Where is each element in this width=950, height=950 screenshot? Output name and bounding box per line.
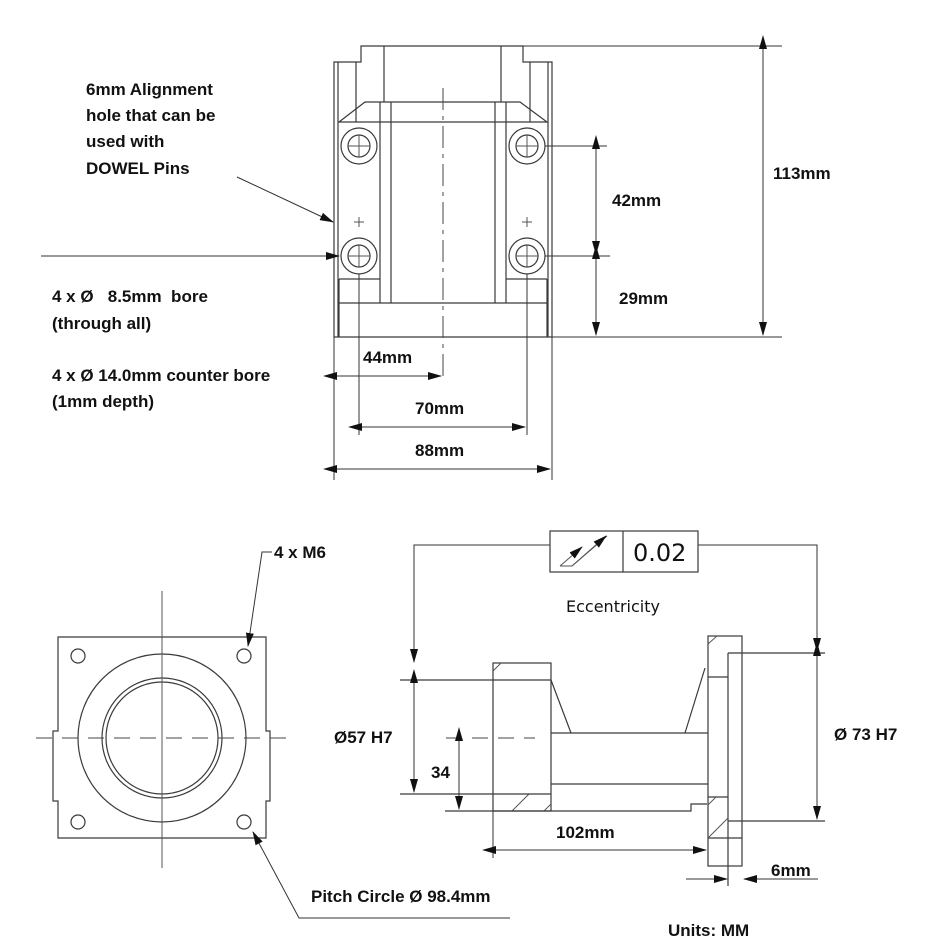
counterbore-hole-bottom-right — [508, 237, 546, 275]
mounting-hole-top-left — [70, 648, 86, 664]
plan-view — [36, 551, 510, 919]
dim-label-57-h7: Ø57 H7 — [334, 728, 393, 747]
mounting-hole-top-right — [236, 648, 252, 664]
tolerance-value: 0.02 — [633, 539, 686, 567]
dim-label-42mm: 42mm — [612, 191, 661, 210]
tolerance-label: Eccentricity — [566, 597, 660, 616]
dim-label-44mm: 44mm — [363, 348, 412, 367]
alignment-note-line-1: 6mm Alignment — [86, 80, 213, 99]
mounting-hole-bottom-right — [236, 814, 252, 830]
alignment-note-line-4: DOWEL Pins — [86, 159, 190, 178]
plan-view-outline — [52, 636, 271, 839]
thread-leader — [245, 551, 272, 647]
dim-label-29mm: 29mm — [619, 289, 668, 308]
counterbore-hole-bottom-left — [340, 237, 378, 275]
fcf-leader-right — [698, 544, 821, 652]
total-runout-icon — [559, 535, 608, 567]
counterbore-hole-top-right — [508, 127, 546, 165]
front-view-notes: 6mm Alignment hole that can be used with… — [52, 80, 831, 460]
bore-note-line-1: 4 x Ø 8.5mm bore — [52, 287, 208, 306]
bore-note-line-2: (through all) — [52, 314, 151, 333]
alignment-note-line-2: hole that can be — [86, 106, 215, 125]
counterbore-note-line-2: (1mm depth) — [52, 392, 154, 411]
fcf-leader-left — [410, 544, 550, 663]
feature-control-frame: 0.02 — [549, 530, 699, 573]
mounting-hole-bottom-left — [70, 814, 86, 830]
units-note: Units: MM — [668, 921, 749, 940]
dim-label-6mm: 6mm — [771, 861, 811, 880]
dim-label-88mm: 88mm — [415, 441, 464, 460]
alignment-hole-mark-right — [522, 217, 532, 227]
alignment-hole-leader — [236, 176, 334, 223]
dim-label-73-h7: Ø 73 H7 — [834, 725, 897, 744]
pitch-circle-note: Pitch Circle Ø 98.4mm — [311, 887, 491, 906]
dim-label-34: 34 — [431, 763, 450, 782]
front-view-outline — [333, 45, 553, 338]
counterbore-note-line-1: 4 x Ø 14.0mm counter bore — [52, 366, 270, 385]
thread-note: 4 x M6 — [274, 543, 326, 562]
alignment-hole-mark-left — [354, 217, 364, 227]
dim-label-102mm: 102mm — [556, 823, 615, 842]
counterbore-hole-top-left — [340, 127, 378, 165]
right-flange — [707, 635, 743, 867]
front-view — [41, 35, 782, 480]
section-view — [400, 544, 825, 886]
left-flange — [492, 662, 552, 812]
dim-label-70mm: 70mm — [415, 399, 464, 418]
alignment-note-line-3: used with — [86, 132, 164, 151]
pitch-circle-leader — [252, 831, 510, 919]
dim-label-113mm: 113mm — [773, 164, 831, 183]
